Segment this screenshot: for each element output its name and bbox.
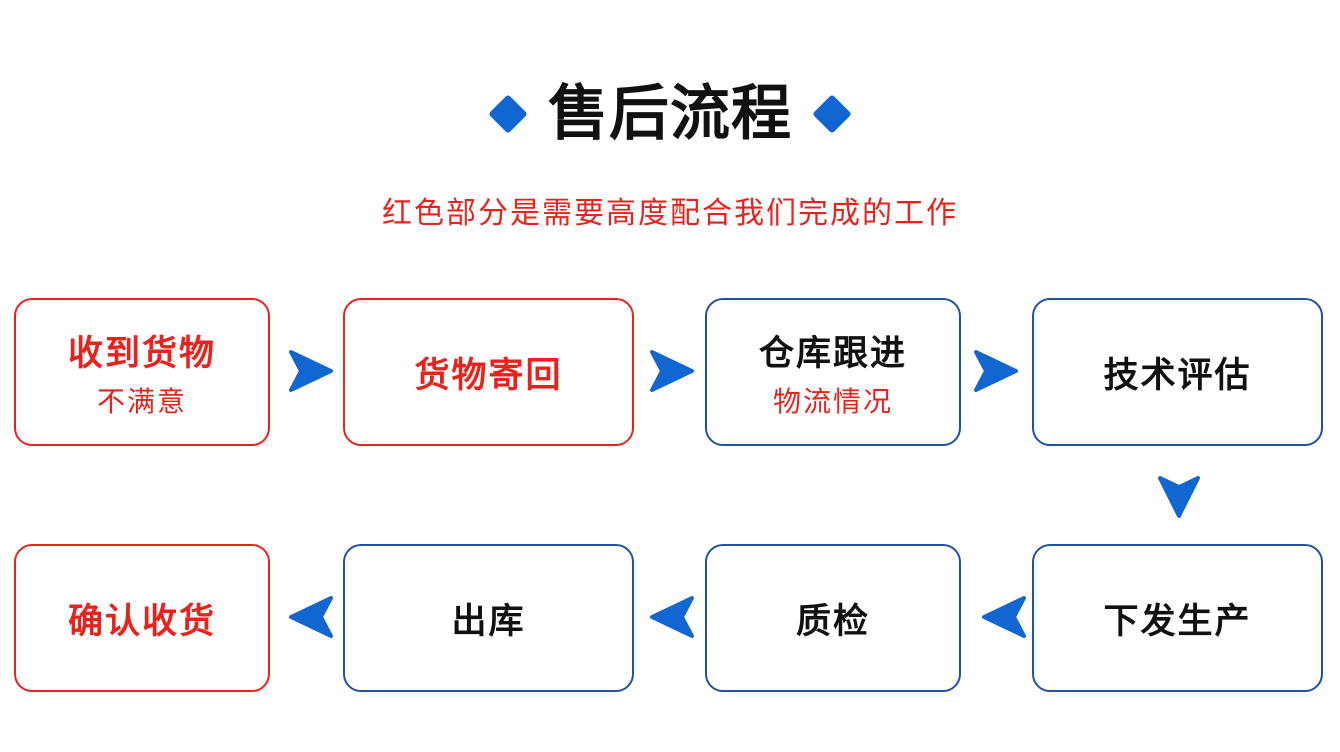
node-label: 仓库跟进 — [758, 333, 907, 373]
arrow-left-icon — [287, 594, 335, 640]
flow-node-tech-evaluation: 技术评估 — [1032, 298, 1323, 446]
node-label: 下发生产 — [1103, 601, 1252, 641]
page-subtitle: 红色部分是需要高度配合我们完成的工作 — [382, 197, 958, 230]
flow-node-quality-check: 质检 — [705, 544, 961, 692]
node-label: 质检 — [795, 601, 870, 641]
node-label: 技术评估 — [1103, 355, 1252, 395]
diamond-icon — [488, 93, 528, 134]
node-sublabel: 物流情况 — [772, 385, 893, 417]
page-title-row: 售后流程 — [0, 82, 1340, 145]
node-sublabel: 不满意 — [96, 385, 187, 417]
arrow-down-icon — [1155, 474, 1203, 520]
node-label: 收到货物 — [67, 333, 216, 373]
flow-node-warehouse-followup: 仓库跟进 物流情况 — [705, 298, 961, 446]
flow-node-issue-production: 下发生产 — [1032, 544, 1323, 692]
flow-node-confirm-receipt: 确认收货 — [14, 544, 270, 692]
flow-node-outbound: 出库 — [343, 544, 634, 692]
arrow-right-icon — [972, 348, 1020, 394]
arrow-left-icon — [980, 594, 1028, 640]
diamond-icon — [812, 93, 852, 134]
node-label: 确认收货 — [67, 601, 216, 641]
node-label: 货物寄回 — [414, 355, 563, 395]
arrow-right-icon — [648, 348, 696, 394]
flow-node-receive-goods: 收到货物 不满意 — [14, 298, 270, 446]
arrow-left-icon — [648, 594, 696, 640]
arrow-right-icon — [287, 348, 335, 394]
flow-node-return-goods: 货物寄回 — [343, 298, 634, 446]
page-title: 售后流程 — [548, 80, 792, 147]
node-label: 出库 — [451, 601, 526, 641]
